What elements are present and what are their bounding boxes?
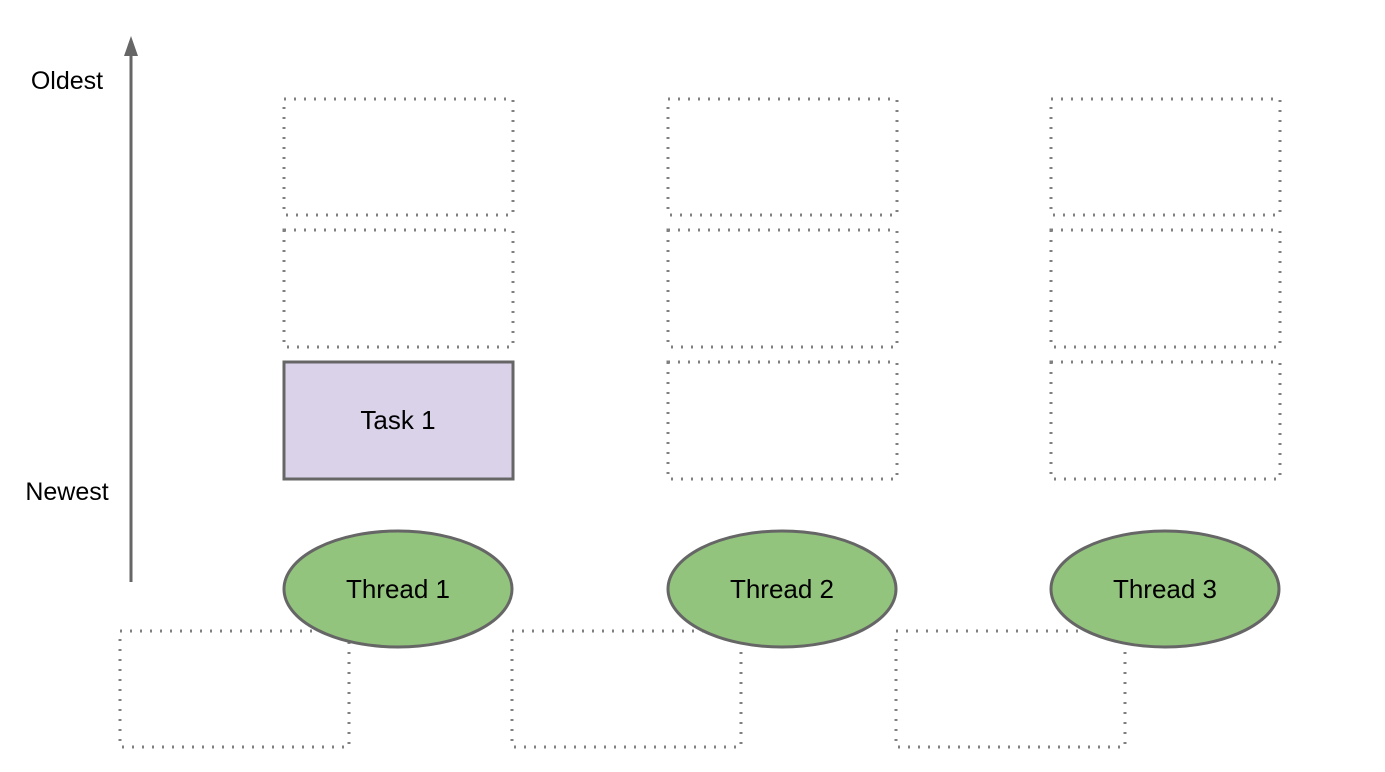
bottom-slot-2 — [510, 629, 743, 749]
bottom-slots — [118, 629, 1127, 749]
task-box — [282, 360, 515, 481]
thread-column-2: Thread 2 — [666, 97, 899, 649]
queue-slot-empty — [666, 97, 899, 217]
thread-node — [666, 529, 898, 649]
age-axis: Oldest Newest — [25, 36, 138, 582]
thread-label: Thread 2 — [730, 574, 834, 604]
thread-label: Thread 3 — [1113, 574, 1217, 604]
queue-slot-empty — [282, 228, 515, 349]
queue-slot-empty — [282, 97, 515, 217]
bottom-slot-1 — [118, 629, 351, 749]
task-label: Task 1 — [360, 405, 435, 435]
axis-label-oldest: Oldest — [31, 67, 103, 95]
thread-column-1: Task 1 Thread 1 — [282, 97, 515, 649]
queue-slot-empty — [666, 360, 899, 481]
thread-column-3: Thread 3 — [1049, 97, 1282, 649]
queue-slot-empty — [1049, 228, 1282, 349]
thread-node — [282, 529, 514, 649]
queue-slot-empty — [666, 228, 899, 349]
axis-label-newest: Newest — [25, 478, 108, 506]
age-axis-arrowhead — [124, 36, 138, 56]
thread-label: Thread 1 — [346, 574, 450, 604]
queue-slot-empty — [1049, 97, 1282, 217]
thread-node — [1049, 529, 1281, 649]
bottom-slot-3 — [894, 629, 1127, 749]
queue-slot-empty — [1049, 360, 1282, 481]
